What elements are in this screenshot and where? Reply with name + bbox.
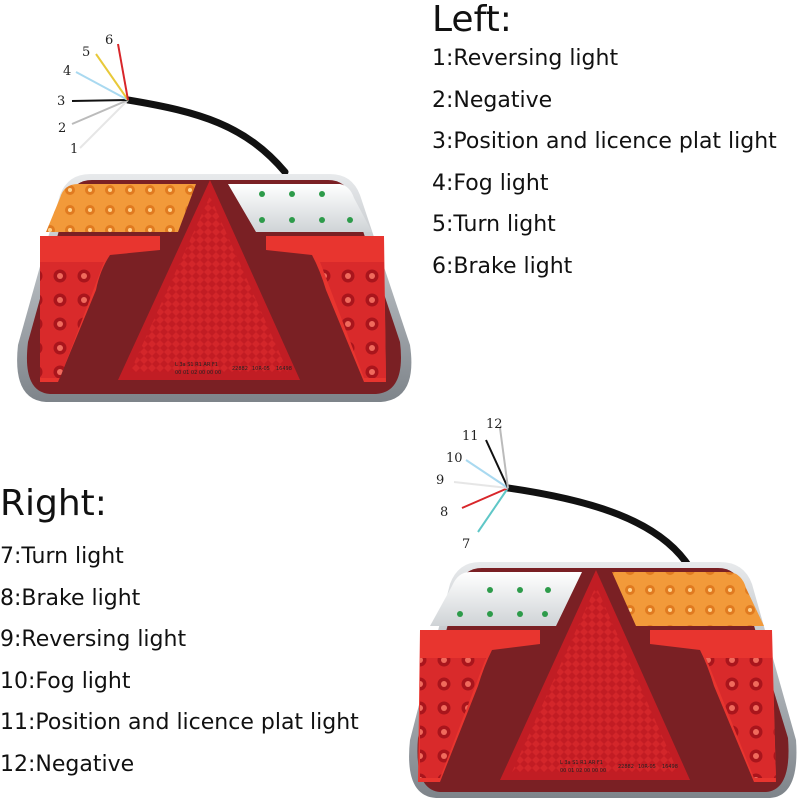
brake-light-lens [40, 262, 104, 378]
left-lamp: 1 2 3 4 5 6 L 3a S1 R1 AR F1 00 01 02 00… [17, 33, 412, 402]
wire-bundle [71, 43, 129, 149]
legend-item: 10:Fog light [0, 668, 131, 694]
fog-light-lens [320, 262, 386, 378]
approval-marking: 10R-05 [252, 366, 270, 372]
left-wire-legend: 1:Reversing light 2:Negative 3:Position … [432, 44, 777, 294]
legend-item: 3:Position and licence plat light [432, 129, 777, 155]
approval-marking: 00 01 02 00 00 00 [560, 768, 606, 774]
approval-marking: 16498 [662, 764, 678, 770]
wire-number: 6 [105, 33, 113, 48]
approval-marking: 22882 [618, 764, 634, 770]
legend-item: 6:Brake light [432, 253, 573, 279]
wire-number: 9 [436, 473, 444, 488]
wire-number: 1 [70, 142, 78, 157]
approval-marking: L 3a S1 R1 AR F1 [175, 362, 218, 368]
right-wire-legend: 7:Turn light 8:Brake light 9:Reversing l… [0, 542, 359, 792]
wire-number: 4 [63, 64, 71, 79]
legend-item: 11:Position and licence plat light [0, 710, 359, 736]
legend-item: 2:Negative [432, 87, 553, 113]
legend-item: 9:Reversing light [0, 627, 187, 653]
left-heading: Left: [432, 0, 512, 40]
turn-light-lens [612, 572, 764, 626]
wire-number: 12 [486, 417, 503, 432]
legend-item: 7:Turn light [0, 544, 124, 569]
legend-item: 8:Brake light [0, 585, 141, 611]
wire-number: 5 [82, 45, 90, 60]
cable [124, 96, 289, 176]
legend-item: 1:Reversing light [432, 46, 619, 71]
fog-light-lens [420, 658, 486, 778]
legend-item: 4:Fog light [432, 170, 549, 196]
right-lamp: 7 8 9 10 11 12 L 3a S1 R1 AR F1 00 01 02… [409, 417, 797, 798]
legend-item: 12:Negative [0, 751, 135, 777]
brake-light-lens [706, 658, 776, 778]
approval-marking: 10R-05 [638, 764, 656, 770]
wire-number: 8 [440, 505, 448, 520]
wire-number: 7 [462, 537, 470, 552]
right-heading: Right: [0, 483, 107, 524]
wire-number: 2 [58, 121, 66, 136]
wire-number: 11 [462, 429, 479, 444]
turn-light-lens [46, 184, 196, 232]
wire-bundle [453, 427, 509, 533]
approval-marking: 00 01 02 00 00 00 [175, 370, 221, 376]
approval-marking: 22882 [232, 366, 248, 372]
legend-item: 5:Turn light [432, 212, 556, 238]
approval-marking: 16498 [276, 366, 292, 372]
approval-marking: L 3a S1 R1 AR F1 [560, 760, 603, 766]
wire-number: 10 [446, 451, 463, 466]
cable [504, 484, 694, 572]
wire-number: 3 [57, 94, 65, 109]
